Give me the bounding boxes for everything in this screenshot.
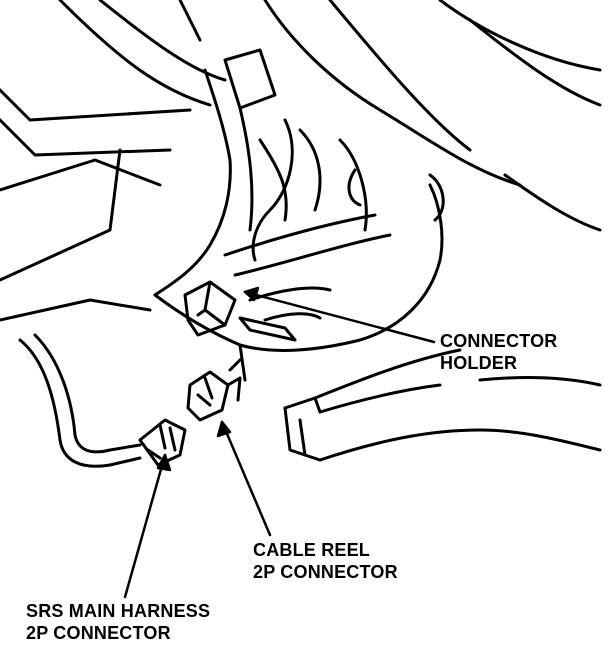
cable-reel-label-line2: 2P CONNECTOR xyxy=(253,562,398,582)
connector-holder-label: CONNECTOR HOLDER xyxy=(440,330,557,374)
cable-reel-connector xyxy=(186,358,242,422)
srs-main-arrowhead xyxy=(156,453,172,472)
steering-column-shroud xyxy=(58,0,602,232)
connector-holder-label-line1: CONNECTOR xyxy=(440,331,558,351)
dashboard-lower-left xyxy=(0,88,192,468)
srs-main-harness-label-line1: SRS MAIN HARNESS xyxy=(26,601,211,621)
srs-main-leader xyxy=(123,453,167,599)
cable-reel-leader xyxy=(220,420,272,537)
column-body xyxy=(153,48,445,382)
connector-holder-arrowhead xyxy=(243,286,260,302)
connector-holder-leader xyxy=(243,290,436,344)
connector-holder-label-line2: HOLDER xyxy=(440,353,518,373)
cable-reel-label: CABLE REEL 2P CONNECTOR xyxy=(253,539,398,583)
connector-holder-bracket xyxy=(183,280,297,342)
cable-reel-label-line1: CABLE REEL xyxy=(253,540,371,560)
leader-lines xyxy=(123,286,436,599)
srs-main-harness-connector xyxy=(138,418,187,467)
knee-bolster-panel xyxy=(283,348,602,462)
srs-main-harness-label-line2: 2P CONNECTOR xyxy=(26,623,171,643)
cable-reel-arrowhead xyxy=(216,420,232,438)
srs-main-harness-label: SRS MAIN HARNESS 2P CONNECTOR xyxy=(26,600,210,644)
